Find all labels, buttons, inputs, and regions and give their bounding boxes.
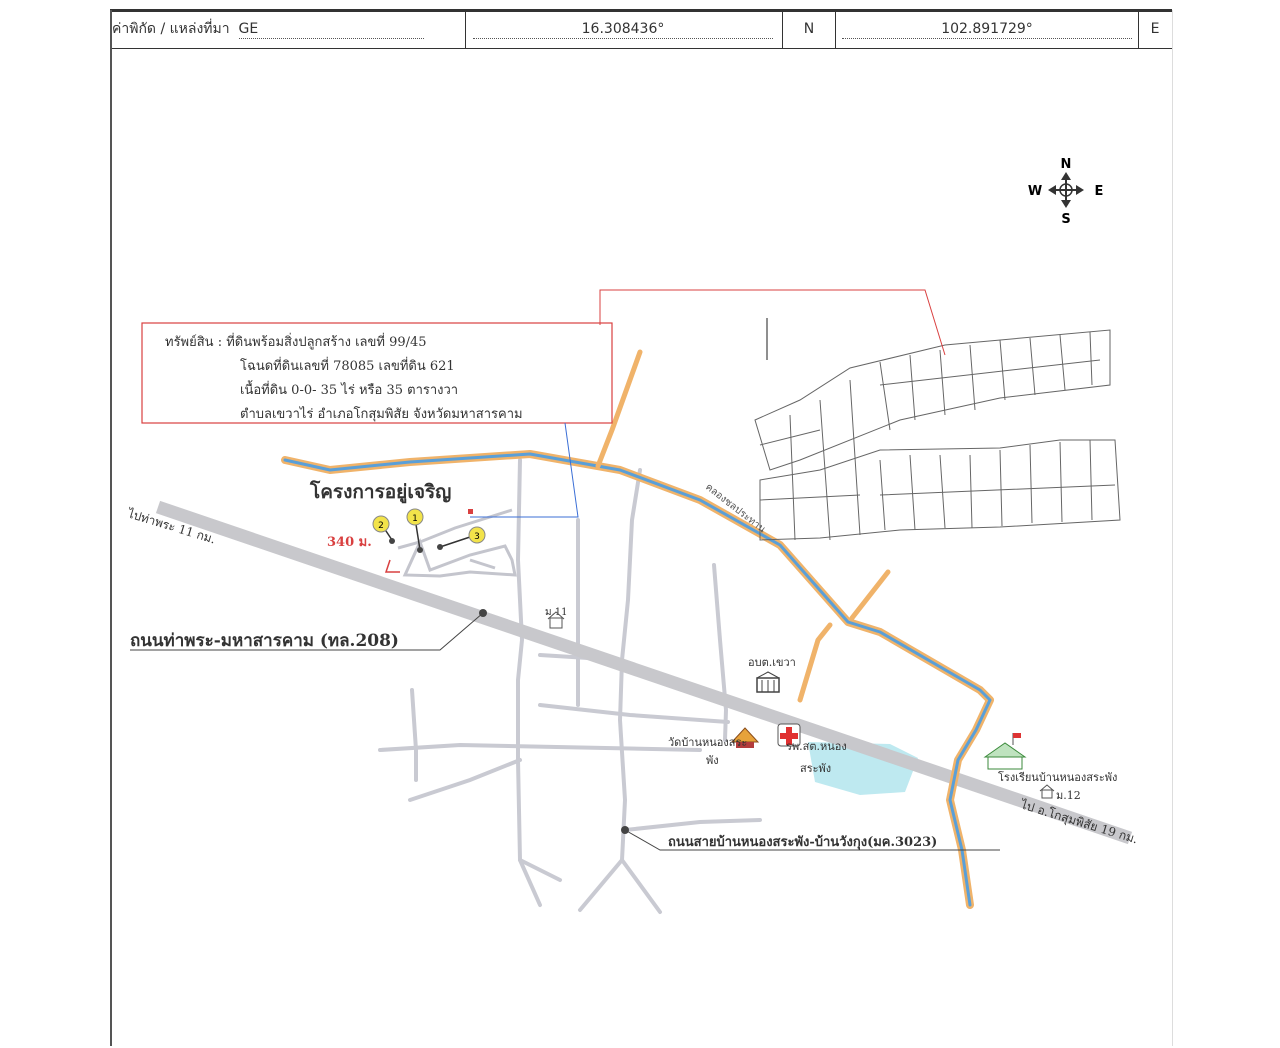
coordinate-header: ค่าพิกัด / แหล่งที่มา GE 16.308436° N 10… — [110, 9, 1172, 49]
health-label-1: รพ.สต.หนอง — [786, 740, 847, 753]
compass-w: W — [1028, 184, 1042, 199]
village11-icon — [547, 611, 565, 629]
temple-icon — [730, 727, 760, 748]
village12-icon — [1039, 784, 1055, 799]
marker-2-label: 2 — [378, 521, 384, 531]
temple-label-2: พัง — [706, 754, 719, 767]
distance-label: 340 ม. — [327, 535, 372, 550]
photo-markers: 2 1 3 — [372, 508, 486, 553]
local-road-label: ถนนสายบ้านหนองสระพัง-บ้านวังกุง(มค.3023) — [668, 834, 937, 850]
main-road-208 — [155, 500, 1133, 845]
latitude-cell: 16.308436° — [464, 12, 783, 48]
project-name: โครงการอยู่เจริญ — [309, 480, 451, 504]
marker-3 — [468, 526, 486, 544]
marker-3-label: 3 — [474, 532, 480, 542]
longitude-value: 102.891729° — [842, 20, 1132, 39]
health-label-2: สระพัง — [800, 762, 831, 775]
sao-building-icon — [756, 671, 780, 693]
local-road-leader — [624, 829, 1000, 851]
marker-1 — [406, 508, 424, 526]
compass-n: N — [1061, 157, 1072, 172]
compass-s: S — [1061, 212, 1070, 227]
parcel-plan — [754, 329, 1121, 541]
lon-direction: E — [1150, 21, 1160, 37]
parcel-callout-line — [599, 289, 946, 356]
coord-label: ค่าพิกัด / แหล่งที่มา — [112, 21, 230, 37]
property-line-3: เนื้อที่ดิน 0-0- 35 ไร่ หรือ 35 ตารางวา — [240, 380, 458, 398]
health-center-icon — [777, 723, 801, 747]
sao-label: อบต.เขวา — [748, 656, 796, 669]
main-road-leader — [130, 612, 484, 651]
coord-source: GE — [238, 20, 424, 39]
map-frame — [110, 10, 1173, 1046]
marker-1-label: 1 — [412, 514, 418, 524]
lon-dir-cell: E — [1139, 12, 1171, 48]
coord-source-cell: ค่าพิกัด / แหล่งที่มา GE — [110, 12, 466, 48]
lat-dir-cell: N — [783, 12, 836, 48]
school-label: โรงเรียนบ้านหนองสระพัง — [998, 770, 1117, 784]
lat-direction: N — [803, 21, 815, 37]
marker-2 — [372, 515, 390, 533]
village12-label: ม.12 — [1056, 789, 1081, 802]
to-kosum-label: ไป อ.โกสุมพิสัย 19 กม. — [1018, 797, 1140, 847]
main-road-label: ถนนท่าพระ-มหาสารคาม (ทล.208) — [130, 631, 399, 651]
longitude-cell: 102.891729° — [836, 12, 1139, 48]
compass-e: E — [1095, 184, 1104, 199]
irrigation-canal — [285, 349, 990, 905]
property-line-2: โฉนดที่ดินเลขที่ 78085 เลขที่ดิน 621 — [240, 357, 455, 374]
property-line-4: ตำบลเขวาไร่ อำเภอโกสุมพิสัย จังหวัดมหาสา… — [240, 406, 523, 422]
temple-label-1: วัดบ้านหนองสระ — [668, 736, 747, 749]
local-roads — [378, 458, 762, 914]
project-compound — [397, 508, 517, 578]
distance-arrow — [384, 559, 400, 573]
project-marker-square — [468, 509, 473, 514]
project-pointer-line — [470, 422, 579, 518]
compass-rose: N S W E — [1028, 157, 1104, 227]
property-callout — [141, 322, 613, 424]
school-icon — [983, 733, 1027, 770]
property-line-1: ทรัพย์สิน : ที่ดินพร้อมสิ่งปลูกสร้าง เลข… — [165, 333, 427, 350]
latitude-value: 16.308436° — [473, 20, 773, 39]
